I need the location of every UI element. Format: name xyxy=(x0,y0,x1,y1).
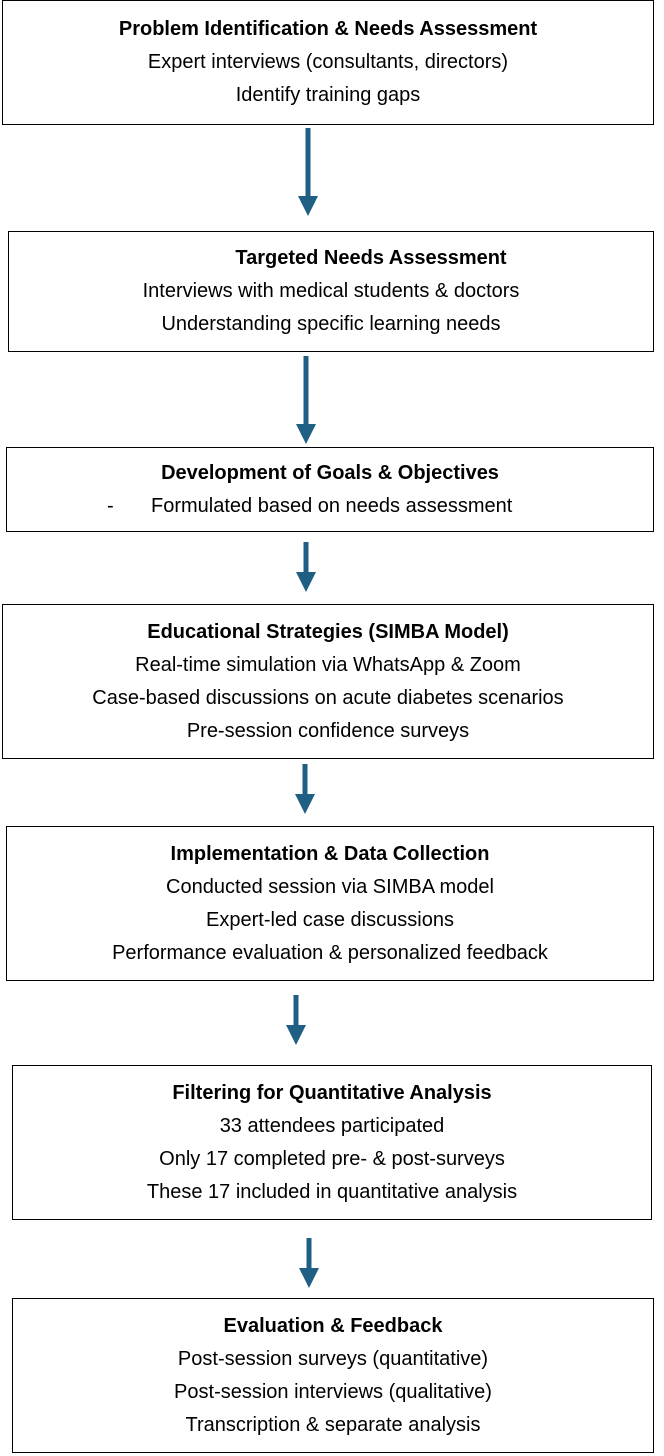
flow-arrow xyxy=(299,1238,319,1288)
step-line: Formulated based on needs assessment xyxy=(151,494,513,517)
step-line: Understanding specific learning needs xyxy=(161,313,501,335)
step-line: Transcription & separate analysis xyxy=(185,1413,481,1436)
step-box-targeted-needs: Targeted Needs Assessment Interviews wit… xyxy=(8,231,654,352)
step-line: Real-time simulation via WhatsApp & Zoom xyxy=(135,653,521,676)
step-box-goals-objectives: Development of Goals & Objectives - Form… xyxy=(6,447,654,532)
step-box-filtering: Filtering for Quantitative Analysis 33 a… xyxy=(12,1065,652,1220)
step-title: Development of Goals & Objectives xyxy=(161,461,499,484)
step-line: These 17 included in quantitative analys… xyxy=(146,1180,518,1203)
step-line: Pre-session confidence surveys xyxy=(186,719,470,742)
step-box-educational-strategies: Educational Strategies (SIMBA Model) Rea… xyxy=(2,604,654,759)
step-line: Conducted session via SIMBA model xyxy=(166,875,494,898)
flow-arrow xyxy=(298,128,318,216)
step-box-evaluation: Evaluation & Feedback Post-session surve… xyxy=(12,1298,654,1453)
step-line: Performance evaluation & personalized fe… xyxy=(112,941,548,964)
step-box-implementation: Implementation & Data Collection Conduct… xyxy=(6,826,654,981)
step-bullet-line: - Formulated based on needs assessment xyxy=(7,490,653,523)
flow-arrow xyxy=(295,764,315,814)
step-line: Interviews with medical students & docto… xyxy=(142,280,520,302)
step-box-problem-identification: Problem Identification & Needs Assessmen… xyxy=(2,0,654,125)
step-title: Targeted Needs Assessment xyxy=(235,247,507,269)
flow-arrow xyxy=(296,542,316,592)
flow-arrow xyxy=(296,356,316,444)
step-line: Post-session interviews (qualitative) xyxy=(174,1380,492,1403)
flow-arrow xyxy=(286,995,306,1045)
step-title: Evaluation & Feedback xyxy=(223,1314,443,1337)
bullet-dash: - xyxy=(107,494,114,517)
step-line: Identify training gaps xyxy=(235,84,421,106)
step-line: Post-session surveys (quantitative) xyxy=(177,1347,489,1370)
step-title: Educational Strategies (SIMBA Model) xyxy=(147,620,509,643)
step-line: Only 17 completed pre- & post-surveys xyxy=(159,1147,505,1170)
step-line: Expert-led case discussions xyxy=(206,908,454,931)
step-line: 33 attendees participated xyxy=(219,1114,445,1137)
step-title: Implementation & Data Collection xyxy=(170,842,490,865)
step-line: Case-based discussions on acute diabetes… xyxy=(92,686,564,709)
step-title: Filtering for Quantitative Analysis xyxy=(172,1081,492,1104)
step-title: Problem Identification & Needs Assessmen… xyxy=(118,18,538,40)
step-line: Expert interviews (consultants, director… xyxy=(147,51,509,73)
